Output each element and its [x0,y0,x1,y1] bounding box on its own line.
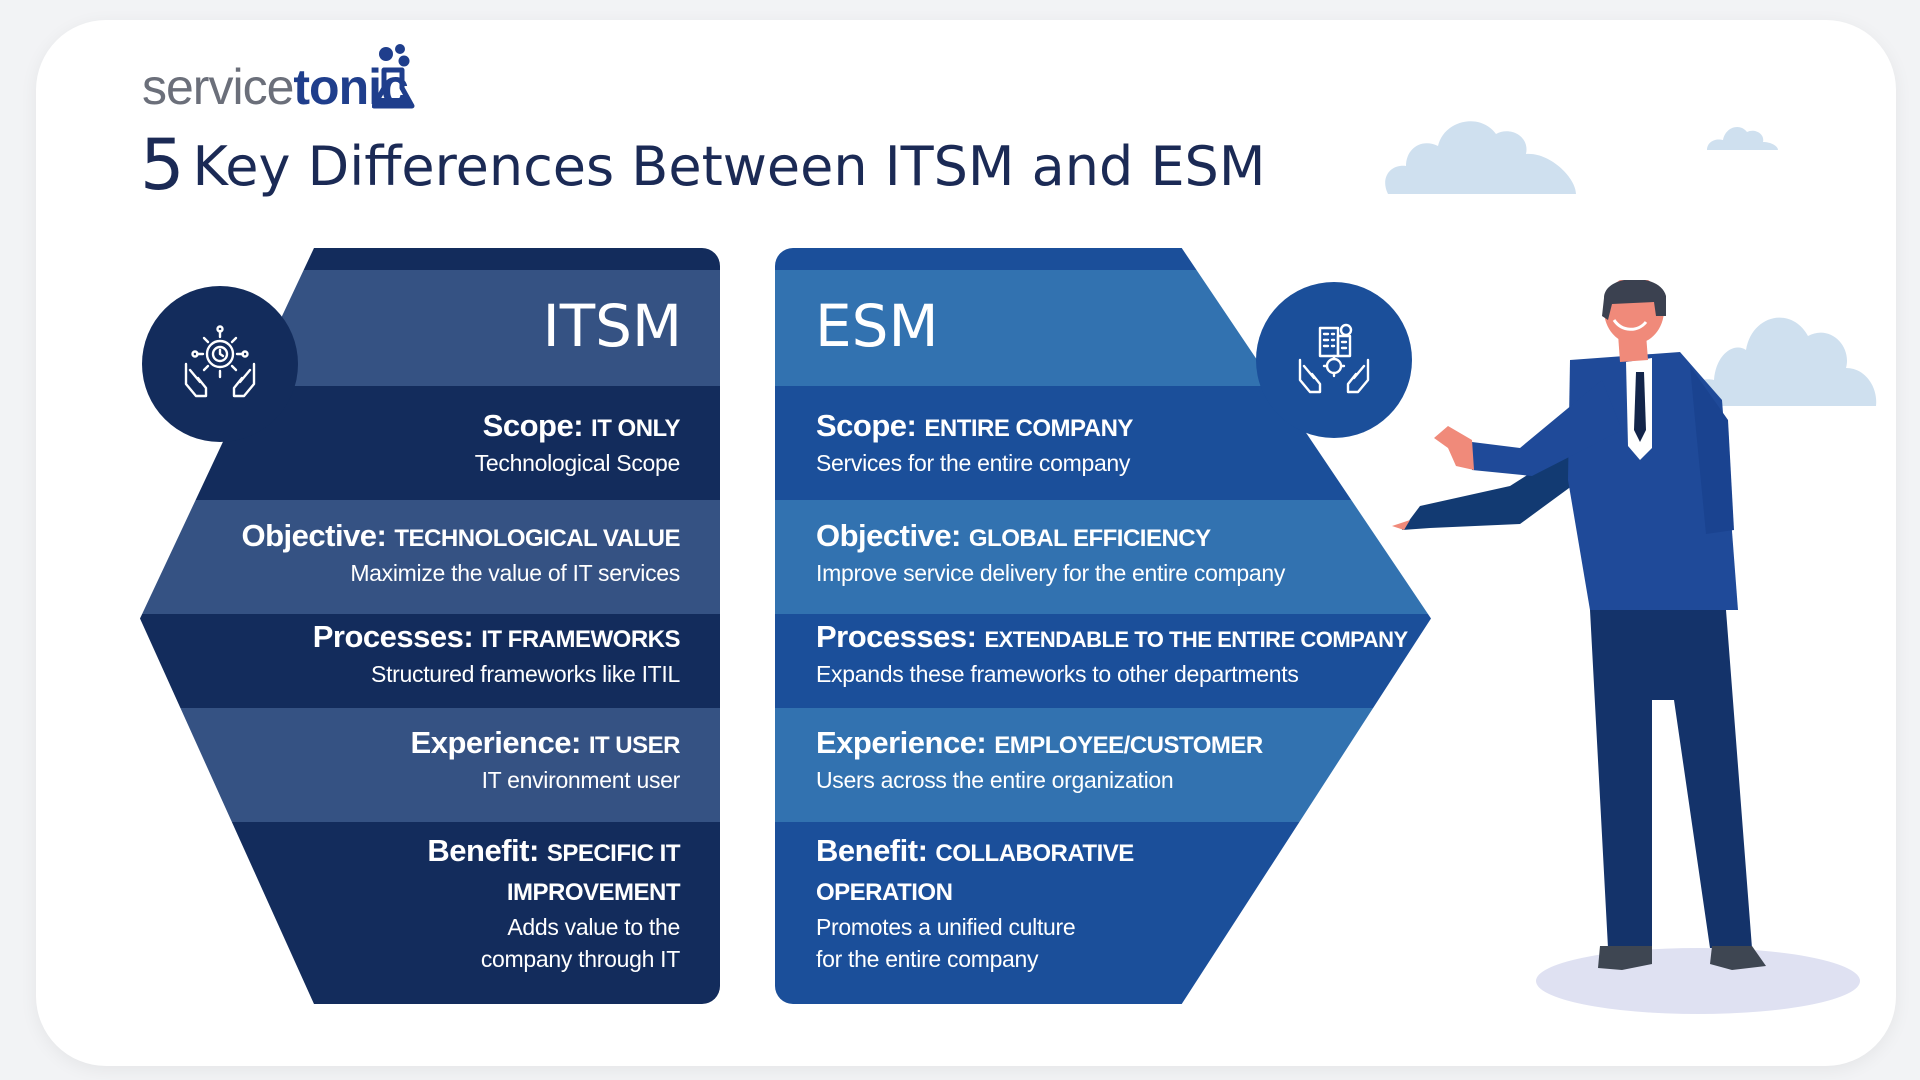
esm-benefit-label: Benefit: [816,833,928,868]
esm-objective-sub: Improve service delivery for the entire … [816,560,1286,586]
itsm-experience-sub: IT environment user [481,767,681,793]
itsm-processes-band [140,614,720,708]
cloud-icon [1688,317,1877,406]
itsm-experience-label: Experience: [410,725,582,760]
cloud-icon [1385,121,1576,194]
itsm-objective-sub: Maximize the value of IT services [350,560,680,586]
esm-benefit-sub-2: for the entire company [816,946,1039,972]
itsm-benefit-sub: Adds value to the [507,914,680,940]
esm-benefit-value: COLLABORATIVE [935,840,1134,867]
esm-benefit-value-2: OPERATION [816,879,953,906]
esm-objective: Objective: GLOBAL EFFICIENCY Improve serv… [816,518,1285,589]
itsm-icon-badge [142,286,298,442]
itsm-scope-value: IT ONLY [591,415,680,442]
itsm-benefit-label: Benefit: [427,833,539,868]
flask-bubbles-icon [372,44,415,109]
esm-icon-badge [1256,282,1412,438]
itsm-objective-band [140,500,720,614]
esm-scope-value: ENTIRE COMPANY [924,415,1133,442]
itsm-experience: Experience:IT USER IT environment user [410,725,681,796]
esm-processes-label: Processes: [816,619,977,654]
itsm-heading: ITSM [542,292,682,360]
esm-heading: ESM [815,292,939,360]
itsm-objective: Objective: TECHNOLOGICAL VALUE Maximize t… [241,518,680,589]
esm-objective-value: GLOBAL EFFICIENCY [968,525,1211,552]
esm-scope-sub: Services for the entire company [816,450,1131,476]
itsm-processes-value: IT FRAMEWORKS [481,626,680,653]
esm-scope-label: Scope: [816,408,917,443]
hands-gear-clock-icon [184,325,256,398]
figure-shadow [1536,948,1860,1014]
itsm-benefit-value-2: IMPROVEMENT [506,879,681,906]
esm-benefit: Benefit: COLLABORATIVE OPERATION Promotes… [816,833,1134,975]
esm-experience-value: EMPLOYEE/CUSTOMER [994,732,1263,759]
cloud-icon [1707,126,1778,150]
esm-experience: Experience: EMPLOYEE/CUSTOMER Users acros… [816,725,1263,796]
itsm-benefit: Benefit: SPECIFIC IT IMPROVEMENT Adds val… [427,833,680,975]
esm-benefit-sub: Promotes a unified culture [816,914,1076,940]
title-text: Key Differences Between ITSM and ESM [192,135,1266,198]
esm-experience-sub: Users across the entire organization [816,767,1174,793]
brand-name-light: service [142,59,294,115]
itsm-benefit-value: SPECIFIC IT [546,840,681,867]
title-number: 5 [140,124,185,206]
esm-scope: Scope: ENTIRE COMPANY Services for the en… [816,408,1133,479]
esm-processes-sub: Expands these frameworks to other depart… [816,661,1299,687]
itsm-experience-band [140,708,720,822]
esm-objective-label: Objective: [816,518,961,553]
esm-experience-label: Experience: [816,725,987,760]
itsm-processes-label: Processes: [312,619,474,654]
itsm-objective-label: Objective: [241,518,387,553]
itsm-experience-value: IT USER [588,732,681,759]
businessman-illustration [1392,280,1766,970]
itsm-scope-label: Scope: [482,408,584,443]
itsm-scope-sub: Technological Scope [474,450,681,476]
itsm-objective-value: TECHNOLOGICAL VALUE [394,525,680,552]
itsm-processes: Processes: IT FRAMEWORKS Structured frame… [312,619,681,690]
itsm-benefit-sub-2: company through IT [480,946,680,972]
esm-objective-band [775,500,1431,614]
esm-processes: Processes: EXTENDABLE TO THE ENTIRE COMPA… [816,619,1408,690]
itsm-scope: Scope: IT ONLY Technological Scope [474,408,681,479]
esm-processes-band [775,614,1431,708]
itsm-processes-sub: Structured frameworks like ITIL [371,661,680,687]
hands-building-gear-icon [1298,323,1370,394]
esm-processes-value: EXTENDABLE TO THE ENTIRE COMPANY [984,627,1408,652]
